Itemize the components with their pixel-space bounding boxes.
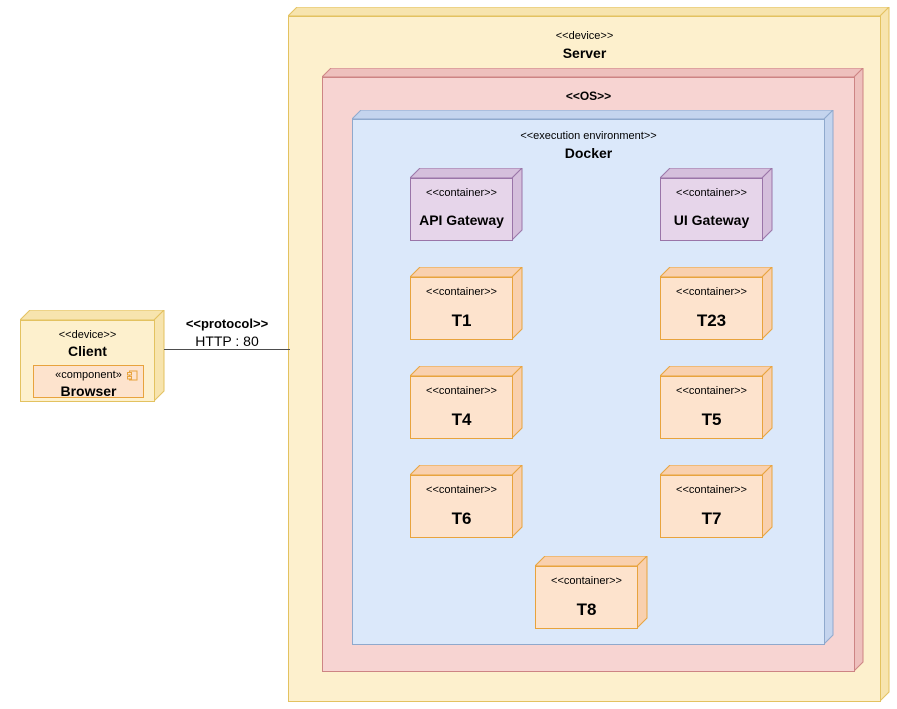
ui-gateway-face: <<container>> UI Gateway [660, 178, 763, 241]
component-browser[interactable]: «component» Browser [33, 365, 144, 399]
ui-gateway-name: UI Gateway [673, 212, 750, 228]
docker-stereotype: <<execution environment>> [520, 130, 657, 142]
node-container-t1[interactable]: <<container>> T1 [410, 267, 523, 340]
t5-stereotype: <<container>> [676, 385, 747, 397]
connector-protocol-label: HTTP : 80 [195, 333, 259, 349]
node-os[interactable]: <<OS>> <<execution environment>> Docker [322, 68, 864, 672]
browser-name: Browser [60, 383, 117, 399]
os-stereotype: <<OS>> [565, 89, 612, 103]
api-gateway-face: <<container>> API Gateway [410, 178, 513, 241]
node-server[interactable]: <<device>> Server <<OS>> [288, 7, 890, 702]
node-container-ui-gateway[interactable]: <<container>> UI Gateway [660, 168, 773, 241]
docker-name: Docker [564, 145, 613, 161]
connector-stereotype: <<protocol>> [185, 316, 269, 331]
client-face: <<device>> Client «component» Browser [20, 320, 155, 402]
node-container-t6[interactable]: <<container>> T6 [410, 465, 523, 538]
node-container-t5[interactable]: <<container>> T5 [660, 366, 773, 439]
t5-name: T5 [701, 410, 722, 429]
server-stereotype: <<device>> [555, 30, 614, 42]
node-container-t7[interactable]: <<container>> T7 [660, 465, 773, 538]
t8-name: T8 [576, 600, 597, 619]
t5-face: <<container>> T5 [660, 376, 763, 439]
t8-face: <<container>> T8 [535, 566, 638, 629]
ui-gateway-stereotype: <<container>> [676, 187, 747, 199]
node-container-api-gateway[interactable]: <<container>> API Gateway [410, 168, 523, 241]
t4-name: T4 [451, 410, 472, 429]
node-container-t4[interactable]: <<container>> T4 [410, 366, 523, 439]
node-container-t23[interactable]: <<container>> T23 [660, 267, 773, 340]
t23-name: T23 [696, 311, 727, 330]
t8-stereotype: <<container>> [551, 575, 622, 587]
t6-stereotype: <<container>> [426, 484, 497, 496]
client-name: Client [68, 343, 107, 359]
browser-stereotype: «component» [55, 369, 122, 381]
node-container-t8[interactable]: <<container>> T8 [535, 556, 648, 629]
t23-face: <<container>> T23 [660, 277, 763, 340]
node-client[interactable]: <<device>> Client «component» Browser [20, 310, 165, 402]
api-gateway-name: API Gateway [419, 212, 504, 228]
t23-stereotype: <<container>> [676, 286, 747, 298]
component-icon [127, 370, 138, 381]
t1-name: T1 [451, 311, 472, 330]
t7-face: <<container>> T7 [660, 475, 763, 538]
t1-face: <<container>> T1 [410, 277, 513, 340]
t4-stereotype: <<container>> [426, 385, 497, 397]
server-name: Server [562, 45, 607, 61]
t7-stereotype: <<container>> [676, 484, 747, 496]
client-stereotype: <<device>> [58, 329, 117, 341]
api-gateway-stereotype: <<container>> [426, 187, 497, 199]
t1-stereotype: <<container>> [426, 286, 497, 298]
t7-name: T7 [701, 509, 722, 528]
connector-line-http[interactable] [164, 349, 290, 350]
connector-label-http: <<protocol>> HTTP : 80 [162, 316, 292, 350]
node-docker[interactable]: <<execution environment>> Docker <<conta… [352, 110, 834, 645]
t4-face: <<container>> T4 [410, 376, 513, 439]
t6-name: T6 [451, 509, 472, 528]
t6-face: <<container>> T6 [410, 475, 513, 538]
